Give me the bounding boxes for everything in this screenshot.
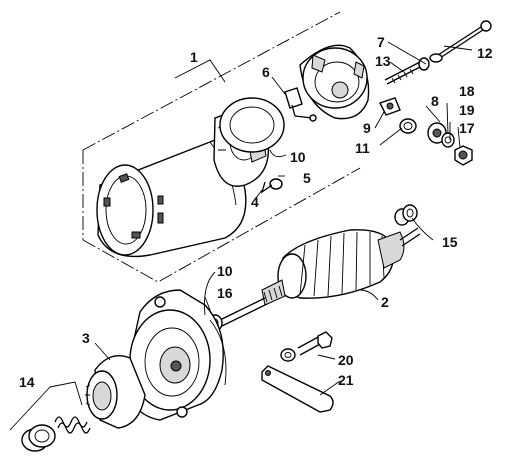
washer-part-18 bbox=[441, 132, 455, 148]
collar-part-14 bbox=[21, 424, 56, 452]
callout-4: 4 bbox=[251, 194, 259, 210]
callout-16: 16 bbox=[217, 285, 233, 301]
callout-14: 14 bbox=[19, 374, 35, 390]
brush-part-6 bbox=[284, 87, 317, 122]
callout-9: 9 bbox=[363, 120, 371, 136]
callout-19: 19 bbox=[459, 102, 475, 118]
callout-11: 11 bbox=[355, 140, 370, 156]
washer-part-11 bbox=[399, 118, 417, 134]
callout-3: 3 bbox=[82, 330, 90, 346]
leader-lines bbox=[94, 41, 473, 396]
brush-spring-part-5 bbox=[260, 178, 283, 194]
brush-holder-plate bbox=[213, 97, 285, 187]
callout-10-lower: 10 bbox=[217, 263, 233, 279]
callout-12: 12 bbox=[477, 45, 493, 61]
drive-end-housing bbox=[124, 289, 227, 421]
callout-18: 18 bbox=[459, 83, 475, 99]
callout-labels: 1 6 7 12 13 8 18 19 17 9 11 10 5 4 15 10… bbox=[19, 34, 493, 390]
callout-8: 8 bbox=[431, 93, 439, 109]
callout-17: 17 bbox=[459, 120, 475, 136]
assembly-1-bracket bbox=[82, 11, 361, 283]
end-frame bbox=[299, 44, 370, 120]
callout-1: 1 bbox=[190, 49, 198, 65]
washer-part-8 bbox=[427, 122, 447, 144]
drive-pinion-part-3 bbox=[85, 355, 146, 429]
armature-part-2 bbox=[219, 227, 421, 327]
callout-2: 2 bbox=[381, 294, 389, 310]
callout-13: 13 bbox=[375, 53, 391, 69]
insulator-part-9 bbox=[379, 97, 401, 116]
part-14-bracket bbox=[9, 381, 83, 431]
bolt-part-20 bbox=[280, 331, 333, 362]
callout-7: 7 bbox=[377, 34, 385, 50]
callout-10-upper: 10 bbox=[290, 149, 306, 165]
callout-5: 5 bbox=[303, 170, 311, 186]
spring-part-14 bbox=[54, 416, 91, 434]
strap-part-21 bbox=[261, 365, 334, 413]
nut-part-17 bbox=[454, 145, 473, 166]
callout-21: 21 bbox=[338, 372, 354, 388]
through-bolt-part-12 bbox=[429, 20, 492, 63]
callout-20: 20 bbox=[338, 352, 354, 368]
callout-15: 15 bbox=[442, 234, 458, 250]
washers-part-15 bbox=[394, 204, 418, 226]
callout-6: 6 bbox=[262, 64, 270, 80]
